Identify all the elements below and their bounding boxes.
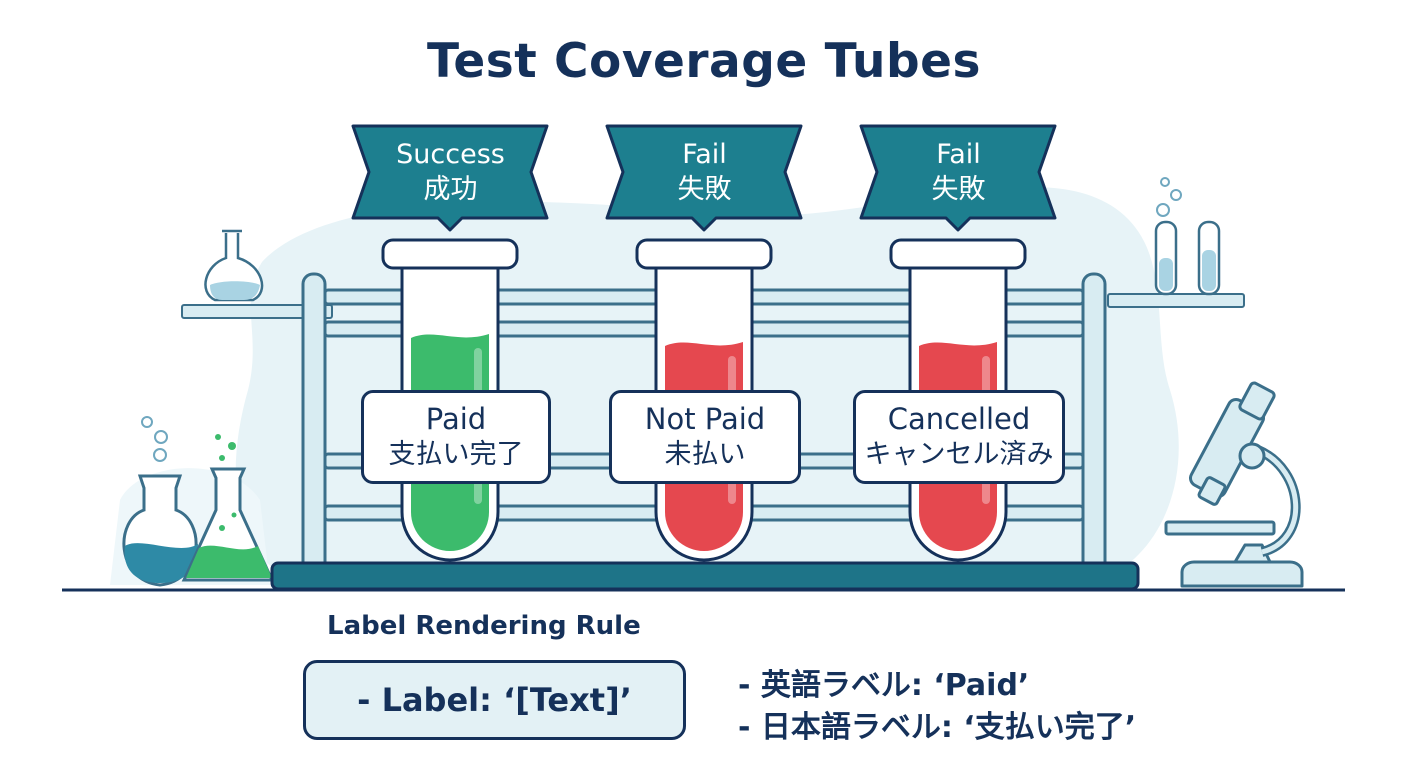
conical-flask-icon xyxy=(181,434,275,582)
status-banner-2: Fail 失敗 xyxy=(607,126,802,218)
status-banner-shape-2 xyxy=(605,124,803,232)
status-banner-shape-1 xyxy=(351,124,549,232)
status-jp: 成功 xyxy=(423,174,478,205)
rack-frame xyxy=(301,272,1107,576)
rule-example-en: - 英語ラベル: ‘Paid’ xyxy=(738,668,1030,703)
tube-label-1: Paid 支払い完了 xyxy=(361,390,551,484)
status-jp: 失敗 xyxy=(677,174,732,205)
label-en: Cancelled xyxy=(887,402,1031,436)
rule-heading: Label Rendering Rule xyxy=(327,611,641,641)
label-en: Not Paid xyxy=(644,402,766,436)
banners-layer xyxy=(351,124,1057,232)
round-flask-icon xyxy=(122,416,198,587)
status-en: Success xyxy=(396,139,505,170)
status-jp: 失敗 xyxy=(931,174,986,205)
label-jp: 支払い完了 xyxy=(388,439,524,470)
rule-example-jp: - 日本語ラベル: ‘支払い完了’ xyxy=(738,710,1137,745)
status-banner-1: Success 成功 xyxy=(353,126,548,218)
tube-rim xyxy=(381,238,519,270)
label-jp: 未払い xyxy=(664,439,746,470)
microscope-icon xyxy=(1164,381,1304,588)
status-banner-shape-3 xyxy=(859,124,1057,232)
rack-base xyxy=(270,561,1140,591)
status-en: Fail xyxy=(936,139,981,170)
right-shelf-tubes-icon xyxy=(1107,177,1245,308)
status-banner-3: Fail 失敗 xyxy=(861,126,1056,218)
tube-rim xyxy=(635,238,773,270)
banner-ribbon xyxy=(351,124,549,232)
tube-label-2: Not Paid 未払い xyxy=(609,390,801,484)
tube-rim xyxy=(889,238,1027,270)
label-en: Paid xyxy=(425,402,487,436)
rule-format: - Label: ‘[Text]’ xyxy=(357,681,632,719)
left-shelf-flask-icon xyxy=(181,229,333,319)
banner-ribbon xyxy=(859,124,1057,232)
status-en: Fail xyxy=(682,139,727,170)
banner-ribbon xyxy=(605,124,803,232)
rule-format-box: - Label: ‘[Text]’ xyxy=(303,660,686,740)
label-jp: キャンセル済み xyxy=(864,439,1054,470)
page-title: Test Coverage Tubes xyxy=(427,34,981,89)
tube-label-3: Cancelled キャンセル済み xyxy=(853,390,1065,484)
